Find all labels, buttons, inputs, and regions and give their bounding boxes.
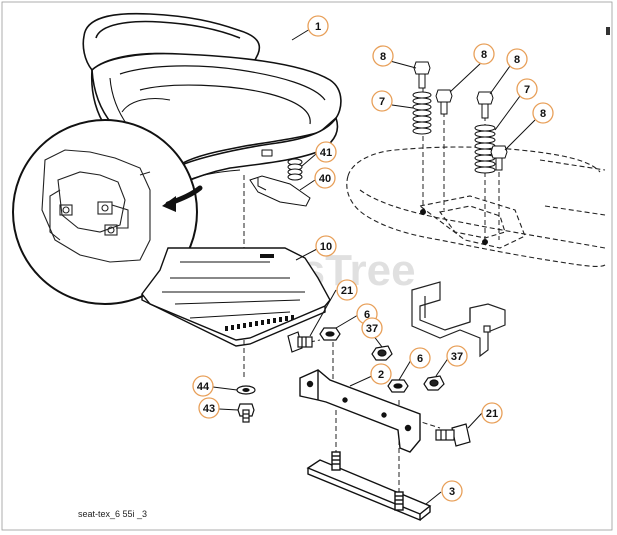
callout-label: 44 (197, 381, 210, 393)
callout-label: 37 (366, 323, 378, 335)
callout-43: 43 (198, 397, 220, 419)
leader-lines (212, 28, 536, 505)
nuts (319, 327, 445, 393)
callout-label: 6 (417, 353, 423, 365)
cursor-mark (606, 27, 610, 35)
callout-1: 1 (307, 15, 329, 37)
callout-2: 2 (370, 363, 392, 385)
mount-bracket (411, 281, 506, 358)
latch-parts (249, 158, 311, 207)
callout-3: 3 (441, 480, 463, 502)
callout-21b: 21 (481, 402, 503, 424)
callout-label: 8 (380, 51, 386, 63)
callout-7b: 7 (516, 78, 538, 100)
seat-pan (141, 247, 331, 347)
callout-label: 8 (481, 49, 487, 61)
callout-label: 10 (320, 241, 332, 253)
callout-8a: 8 (372, 45, 394, 67)
callout-label: 8 (540, 108, 546, 120)
callout-8b: 8 (473, 43, 495, 65)
callout-6b: 6 (409, 347, 431, 369)
callout-label: 37 (451, 351, 463, 363)
callout-label: 21 (341, 285, 353, 297)
callout-40: 40 (314, 167, 336, 189)
callout-44: 44 (192, 375, 214, 397)
callout-label: 7 (379, 96, 385, 108)
bolt-21-right (435, 423, 471, 447)
diagram-caption: seat-tex_6 55i _3 (78, 509, 148, 519)
bracket-2 (299, 369, 421, 453)
callout-7a: 7 (371, 90, 393, 112)
callout-21a: 21 (336, 279, 358, 301)
plate-3 (306, 451, 432, 522)
springs-bolts (412, 61, 508, 245)
callout-41: 41 (315, 141, 337, 163)
callout-37a: 37 (361, 317, 383, 339)
callout-10: 10 (315, 235, 337, 257)
callouts: 1 8 8 8 7 7 8 41 40 10 21 6 37 6 37 2 44… (192, 15, 554, 502)
callout-label: 6 (364, 309, 370, 321)
assembly-lines (243, 80, 500, 496)
frame-outline (346, 146, 606, 267)
callout-label: 3 (449, 486, 455, 498)
callout-label: 21 (486, 408, 498, 420)
washer-bolt (236, 385, 256, 423)
callout-label: 2 (378, 369, 384, 381)
callout-label: 8 (514, 54, 520, 66)
callout-label: 7 (524, 84, 530, 96)
callout-8c: 8 (506, 48, 528, 70)
callout-label: 43 (203, 403, 215, 415)
callout-label: 1 (315, 21, 321, 33)
callout-8d: 8 (532, 102, 554, 124)
callout-label: 40 (319, 173, 331, 185)
callout-37b: 37 (446, 345, 468, 367)
detail-inset (12, 119, 203, 305)
callout-label: 41 (320, 147, 332, 159)
bolt-21-left (287, 331, 313, 353)
